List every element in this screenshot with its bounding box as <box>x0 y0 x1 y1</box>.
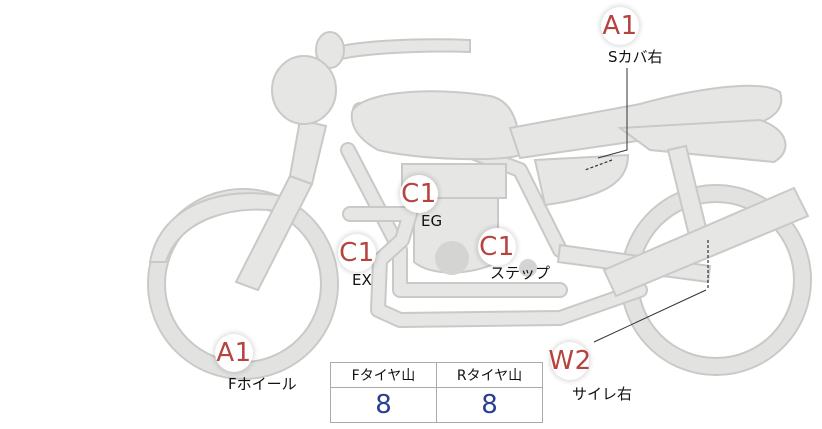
part-label-front-wheel: Fホイール <box>228 375 297 393</box>
frame-down-tube-inner <box>342 144 566 296</box>
front-tire-tread-value: 8 <box>330 387 437 423</box>
side-cover <box>533 153 630 207</box>
rear-tire-tread-header: Rタイヤ山 <box>436 362 543 388</box>
handlebar <box>320 38 471 64</box>
rear-tire-tread-value: 8 <box>436 387 543 423</box>
part-label-s-cover: Sカバ右 <box>608 48 663 66</box>
grade-marker-silencer[interactable]: W2 <box>548 342 592 380</box>
fuel-tank <box>350 90 522 161</box>
front-tire-tread-header: Fタイヤ山 <box>330 362 437 388</box>
part-label-step: ステップ <box>490 264 551 282</box>
grade-label: C1 <box>339 238 375 268</box>
silencer <box>602 186 810 298</box>
grade-label: A1 <box>602 11 638 41</box>
grade-marker-exhaust[interactable]: C1 <box>338 234 376 272</box>
grade-marker-step[interactable]: C1 <box>478 228 516 266</box>
grade-label: C1 <box>479 232 515 262</box>
part-label-engine: EG <box>421 212 443 230</box>
engine-cover <box>435 241 469 275</box>
front-wheel-outer-edge <box>147 188 339 380</box>
grade-label: C1 <box>401 179 437 209</box>
tire-tread-value-row: 8 8 <box>330 387 543 423</box>
tail-cowl <box>617 118 787 164</box>
front-fork-upper <box>288 118 328 186</box>
grade-marker-engine[interactable]: C1 <box>400 175 438 213</box>
part-label-exhaust: EX <box>352 271 372 289</box>
grade-label: A1 <box>216 338 252 368</box>
tire-tread-table: Fタイヤ山 Rタイヤ山 8 8 <box>330 362 543 423</box>
grade-marker-s-cover[interactable]: A1 <box>601 7 639 45</box>
grade-marker-front-wheel[interactable]: A1 <box>215 334 253 372</box>
grade-label: W2 <box>548 346 592 376</box>
handlebar-grip <box>315 31 345 69</box>
footrest-knob <box>519 259 537 277</box>
part-label-silencer: サイレ右 <box>572 385 633 403</box>
exhaust-pipe-inner <box>344 208 646 326</box>
tire-tread-header-row: Fタイヤ山 Rタイヤ山 <box>330 362 543 388</box>
headlight <box>271 55 337 125</box>
